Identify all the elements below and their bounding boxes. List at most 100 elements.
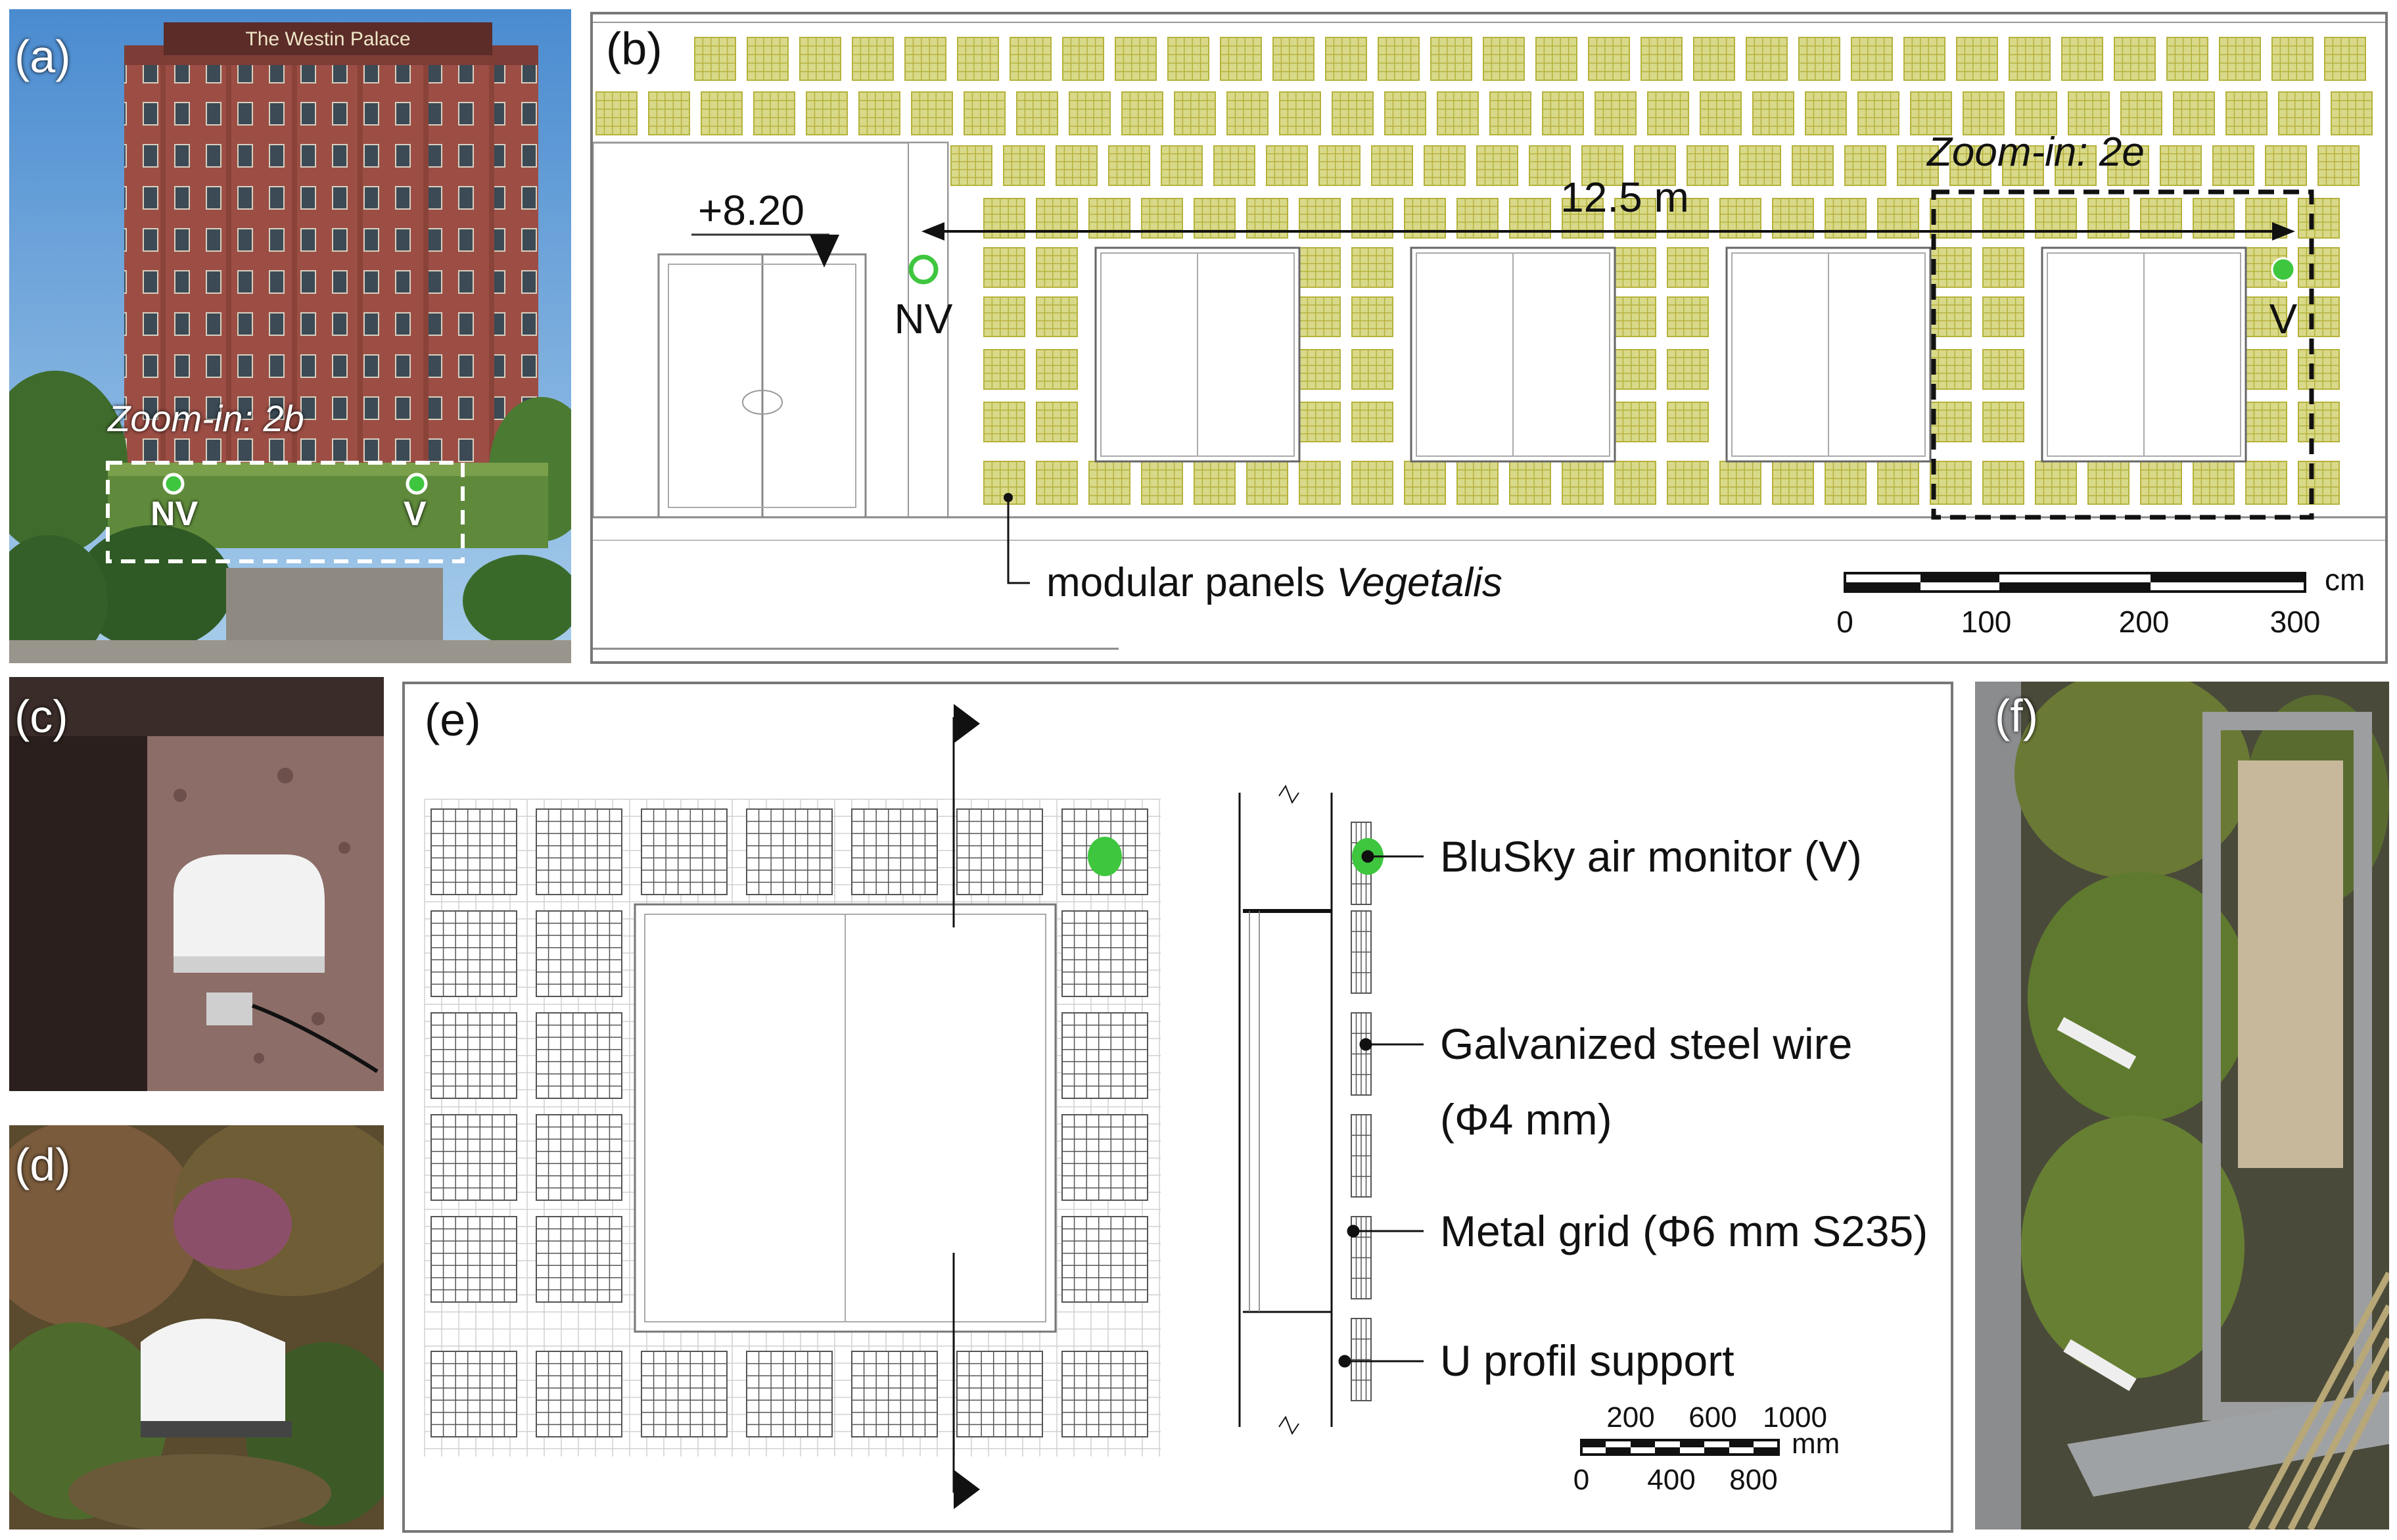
vegetated-panel xyxy=(1594,91,1637,135)
vegetated-panel xyxy=(1772,461,1814,505)
vegetated-panel xyxy=(1647,91,1689,135)
vegetated-panel xyxy=(1562,461,1604,505)
v-label-b: V xyxy=(2269,295,2298,342)
panel-a-label: (a) xyxy=(14,31,71,82)
vegetated-panel xyxy=(2219,37,2261,81)
vegetated-panel xyxy=(1614,402,1656,442)
grid-module xyxy=(746,1351,833,1437)
vegetated-panel xyxy=(1161,145,1203,186)
vegetated-panel xyxy=(2298,349,2340,390)
section-module xyxy=(1351,1114,1372,1198)
panel-d-label: (d) xyxy=(14,1139,71,1190)
vegetated-panel xyxy=(2245,402,2287,442)
facade-window xyxy=(1725,246,1932,463)
vegetated-panel xyxy=(1792,145,1834,186)
nv-marker xyxy=(162,473,185,495)
nv-label-a: NV xyxy=(151,495,198,533)
section-arrow-top-icon xyxy=(954,704,980,743)
svg-text:600: 600 xyxy=(1688,1401,1736,1434)
vegetated-panel xyxy=(701,91,743,135)
vegetated-panel xyxy=(1036,461,1078,505)
grid-module xyxy=(1061,1351,1148,1437)
vegetated-panel xyxy=(2298,198,2340,239)
v-marker-b xyxy=(2271,257,2296,282)
grid-module xyxy=(851,1351,938,1437)
vegetated-panel xyxy=(1036,349,1078,390)
vegetated-panel xyxy=(1667,402,1709,442)
vegetated-panel xyxy=(1963,91,2005,135)
vegetated-panel xyxy=(2298,247,2340,288)
vegetated-panel xyxy=(2193,461,2235,505)
legend-profile: U profil support xyxy=(1440,1336,1734,1385)
vegetated-panel xyxy=(1930,349,1972,390)
panel-f-label: (f) xyxy=(1995,690,2039,741)
section-view xyxy=(1238,784,1333,1435)
grid-module xyxy=(746,808,833,895)
scale-bar-b: cm 0 100 200 300 xyxy=(1836,563,2365,639)
vegetated-panel xyxy=(1351,349,1393,390)
vegetated-panel xyxy=(1318,145,1361,186)
vegetated-panel xyxy=(1108,145,1150,186)
vegetated-panel xyxy=(1614,247,1656,288)
vegetated-panel xyxy=(1588,37,1630,81)
vegetated-panel xyxy=(983,349,1025,390)
vegetated-panel xyxy=(1949,145,1991,186)
v-marker xyxy=(406,473,428,495)
svg-text:cm: cm xyxy=(2325,563,2365,597)
vegetated-panel xyxy=(1404,461,1446,505)
vegetated-panel xyxy=(2035,461,2077,505)
vegetated-panel xyxy=(2245,349,2287,390)
svg-text:400: 400 xyxy=(1647,1464,1695,1496)
svg-text:1000: 1000 xyxy=(1763,1401,1827,1434)
vegetated-panel xyxy=(1614,349,1656,390)
vegetated-panel xyxy=(2160,145,2202,186)
vegetated-panel xyxy=(2107,145,2149,186)
section-module xyxy=(1351,1318,1372,1401)
vegetated-panel xyxy=(1483,37,1525,81)
vegetated-panel xyxy=(983,296,1025,337)
vegetated-panel xyxy=(595,91,638,135)
vegetated-panel xyxy=(1003,145,1045,186)
grid-module xyxy=(641,808,728,895)
vegetated-panel xyxy=(1069,91,1111,135)
vegetated-panel xyxy=(1174,91,1216,135)
panel-c-photo: (c) xyxy=(9,677,384,1091)
vegetated-panel xyxy=(1226,91,1268,135)
grid-module xyxy=(1061,1114,1148,1201)
facade-window xyxy=(1094,246,1301,463)
vegetated-panel xyxy=(1982,247,2024,288)
vegetated-panel xyxy=(1982,349,2024,390)
legend-monitor: BluSky air monitor (V) xyxy=(1440,832,1862,881)
vegetated-panel xyxy=(1982,461,2024,505)
vegetated-panel xyxy=(904,37,946,81)
vegetated-panel xyxy=(648,91,690,135)
vegetated-panel xyxy=(1805,91,1847,135)
section-module xyxy=(1351,910,1372,994)
facade-window xyxy=(2041,246,2247,463)
zoom-box xyxy=(106,461,465,563)
vegetated-panel xyxy=(1378,37,1420,81)
hotel-photo: The Westin Palace xyxy=(0,9,594,666)
vegetated-panel xyxy=(1036,402,1078,442)
vegetated-panel xyxy=(2225,91,2268,135)
vegetated-panel xyxy=(2140,461,2182,505)
v-label-a: V xyxy=(404,495,427,533)
vegetated-panel xyxy=(1535,37,1577,81)
sensor-photo-c xyxy=(9,677,384,1091)
vegetated-panel xyxy=(2166,37,2208,81)
vegetated-panel xyxy=(1266,145,1308,186)
panel-d-photo: (d) xyxy=(0,1112,410,1533)
vegetated-panel xyxy=(2068,91,2110,135)
vegetated-panel xyxy=(1798,37,1840,81)
vegetated-panel xyxy=(2298,461,2340,505)
vegetated-panel xyxy=(1437,91,1479,135)
vegetated-panel xyxy=(1299,349,1341,390)
elevation-label: +8.20 xyxy=(698,187,804,234)
vegetated-panel xyxy=(1930,247,1972,288)
facade-window xyxy=(1410,246,1616,463)
vegetated-panel xyxy=(1036,247,1078,288)
svg-text:100: 100 xyxy=(1961,605,2012,639)
vegetated-panel xyxy=(911,91,953,135)
vegetated-panel xyxy=(1667,461,1709,505)
vegetated-panel xyxy=(1897,145,1939,186)
